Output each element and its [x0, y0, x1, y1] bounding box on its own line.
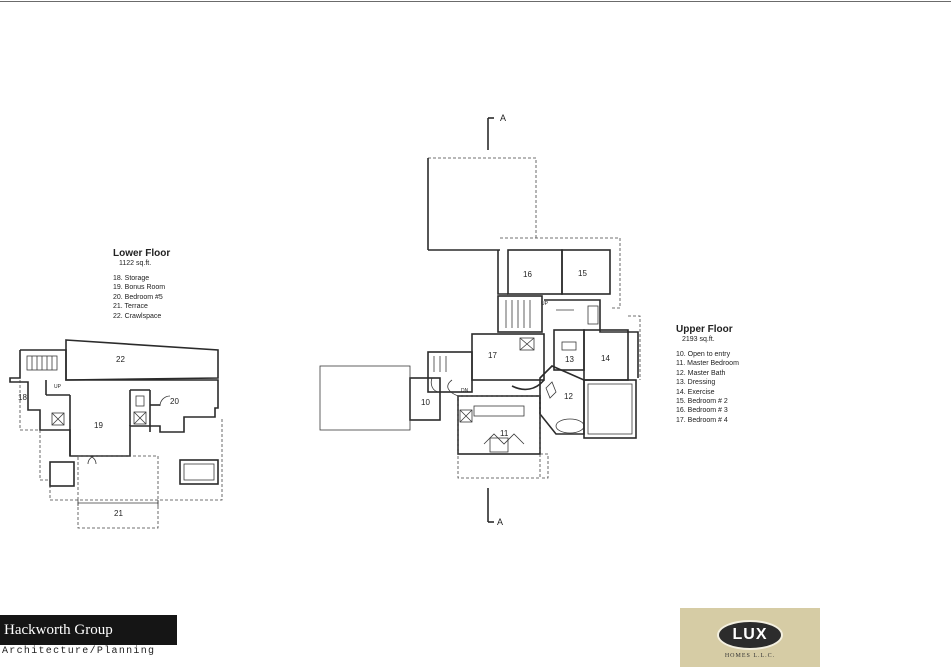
upper-label-10: 10 [421, 398, 430, 407]
lower-floor-room-list: 18. Storage 19. Bonus Room 20. Bedroom #… [113, 274, 223, 321]
architect-logo: Hackworth Group [0, 615, 177, 645]
upper-label-up: UP [541, 301, 549, 307]
upper-room-item: 13. Dressing [676, 379, 716, 387]
builder-subtitle: HOMES L.L.C. [724, 653, 776, 659]
lower-label-21: 21 [114, 509, 123, 518]
lower-floor-plan: 22 18 19 20 21 UP [9, 339, 223, 529]
upper-label-17: 17 [488, 351, 497, 360]
lower-room-item: 18. Storage [113, 275, 150, 282]
lower-room-item: 21. Terrace [113, 303, 148, 311]
upper-room-item: 15. Bedroom # 2 [676, 398, 728, 406]
upper-label-11: 11 [500, 429, 509, 438]
architect-name: Hackworth Group [4, 622, 113, 638]
lower-label-22: 22 [116, 355, 125, 364]
builder-name: LUX [717, 620, 783, 650]
upper-room-item: 17. Bedroom # 4 [676, 416, 728, 424]
upper-label-dn: DN [461, 388, 469, 394]
upper-label-12: 12 [564, 392, 573, 401]
upper-floor-legend: Upper Floor 2193 sq.ft. 10. Open to entr… [676, 324, 786, 425]
section-marker-bottom: A [497, 517, 503, 527]
lower-floor-legend: Lower Floor 1122 sq.ft. 18. Storage 19. … [113, 248, 223, 321]
lower-label-20: 20 [170, 397, 179, 406]
lower-floor-title: Lower Floor [113, 248, 171, 259]
upper-room-item: 14. Exercise [676, 388, 715, 396]
upper-room-item: 11. Master Bedroom [676, 360, 739, 368]
lower-label-up: UP [54, 384, 62, 390]
lower-room-item: 19. Bonus Room [113, 284, 166, 292]
upper-room-item: 10. Open to entry [676, 351, 731, 358]
upper-room-item: 12. Master Bath [676, 369, 726, 377]
architect-subtitle: Architecture/Planning [2, 646, 156, 657]
section-marker-top: A [500, 113, 506, 123]
upper-label-13: 13 [565, 355, 574, 364]
lower-room-item: 20. Bedroom #5 [113, 293, 163, 301]
upper-floor-title: Upper Floor [676, 324, 733, 335]
upper-floor-sqft: 2193 sq.ft. [682, 336, 715, 343]
upper-room-item: 16. Bedroom # 3 [676, 407, 728, 415]
lower-floor-sqft: 1122 sq.ft. [119, 260, 152, 267]
upper-floor-room-list: 10. Open to entry 11. Master Bedroom 12.… [676, 350, 786, 425]
upper-label-16: 16 [523, 270, 532, 279]
lower-room-item: 22. Crawlspace [113, 312, 162, 320]
upper-label-15: 15 [578, 269, 587, 278]
upper-label-14: 14 [601, 354, 610, 363]
builder-logo: LUX HOMES L.L.C. [680, 608, 820, 667]
lower-label-18: 18 [18, 393, 27, 402]
upper-floor-plan: A A [319, 113, 641, 527]
lower-label-19: 19 [94, 421, 103, 430]
